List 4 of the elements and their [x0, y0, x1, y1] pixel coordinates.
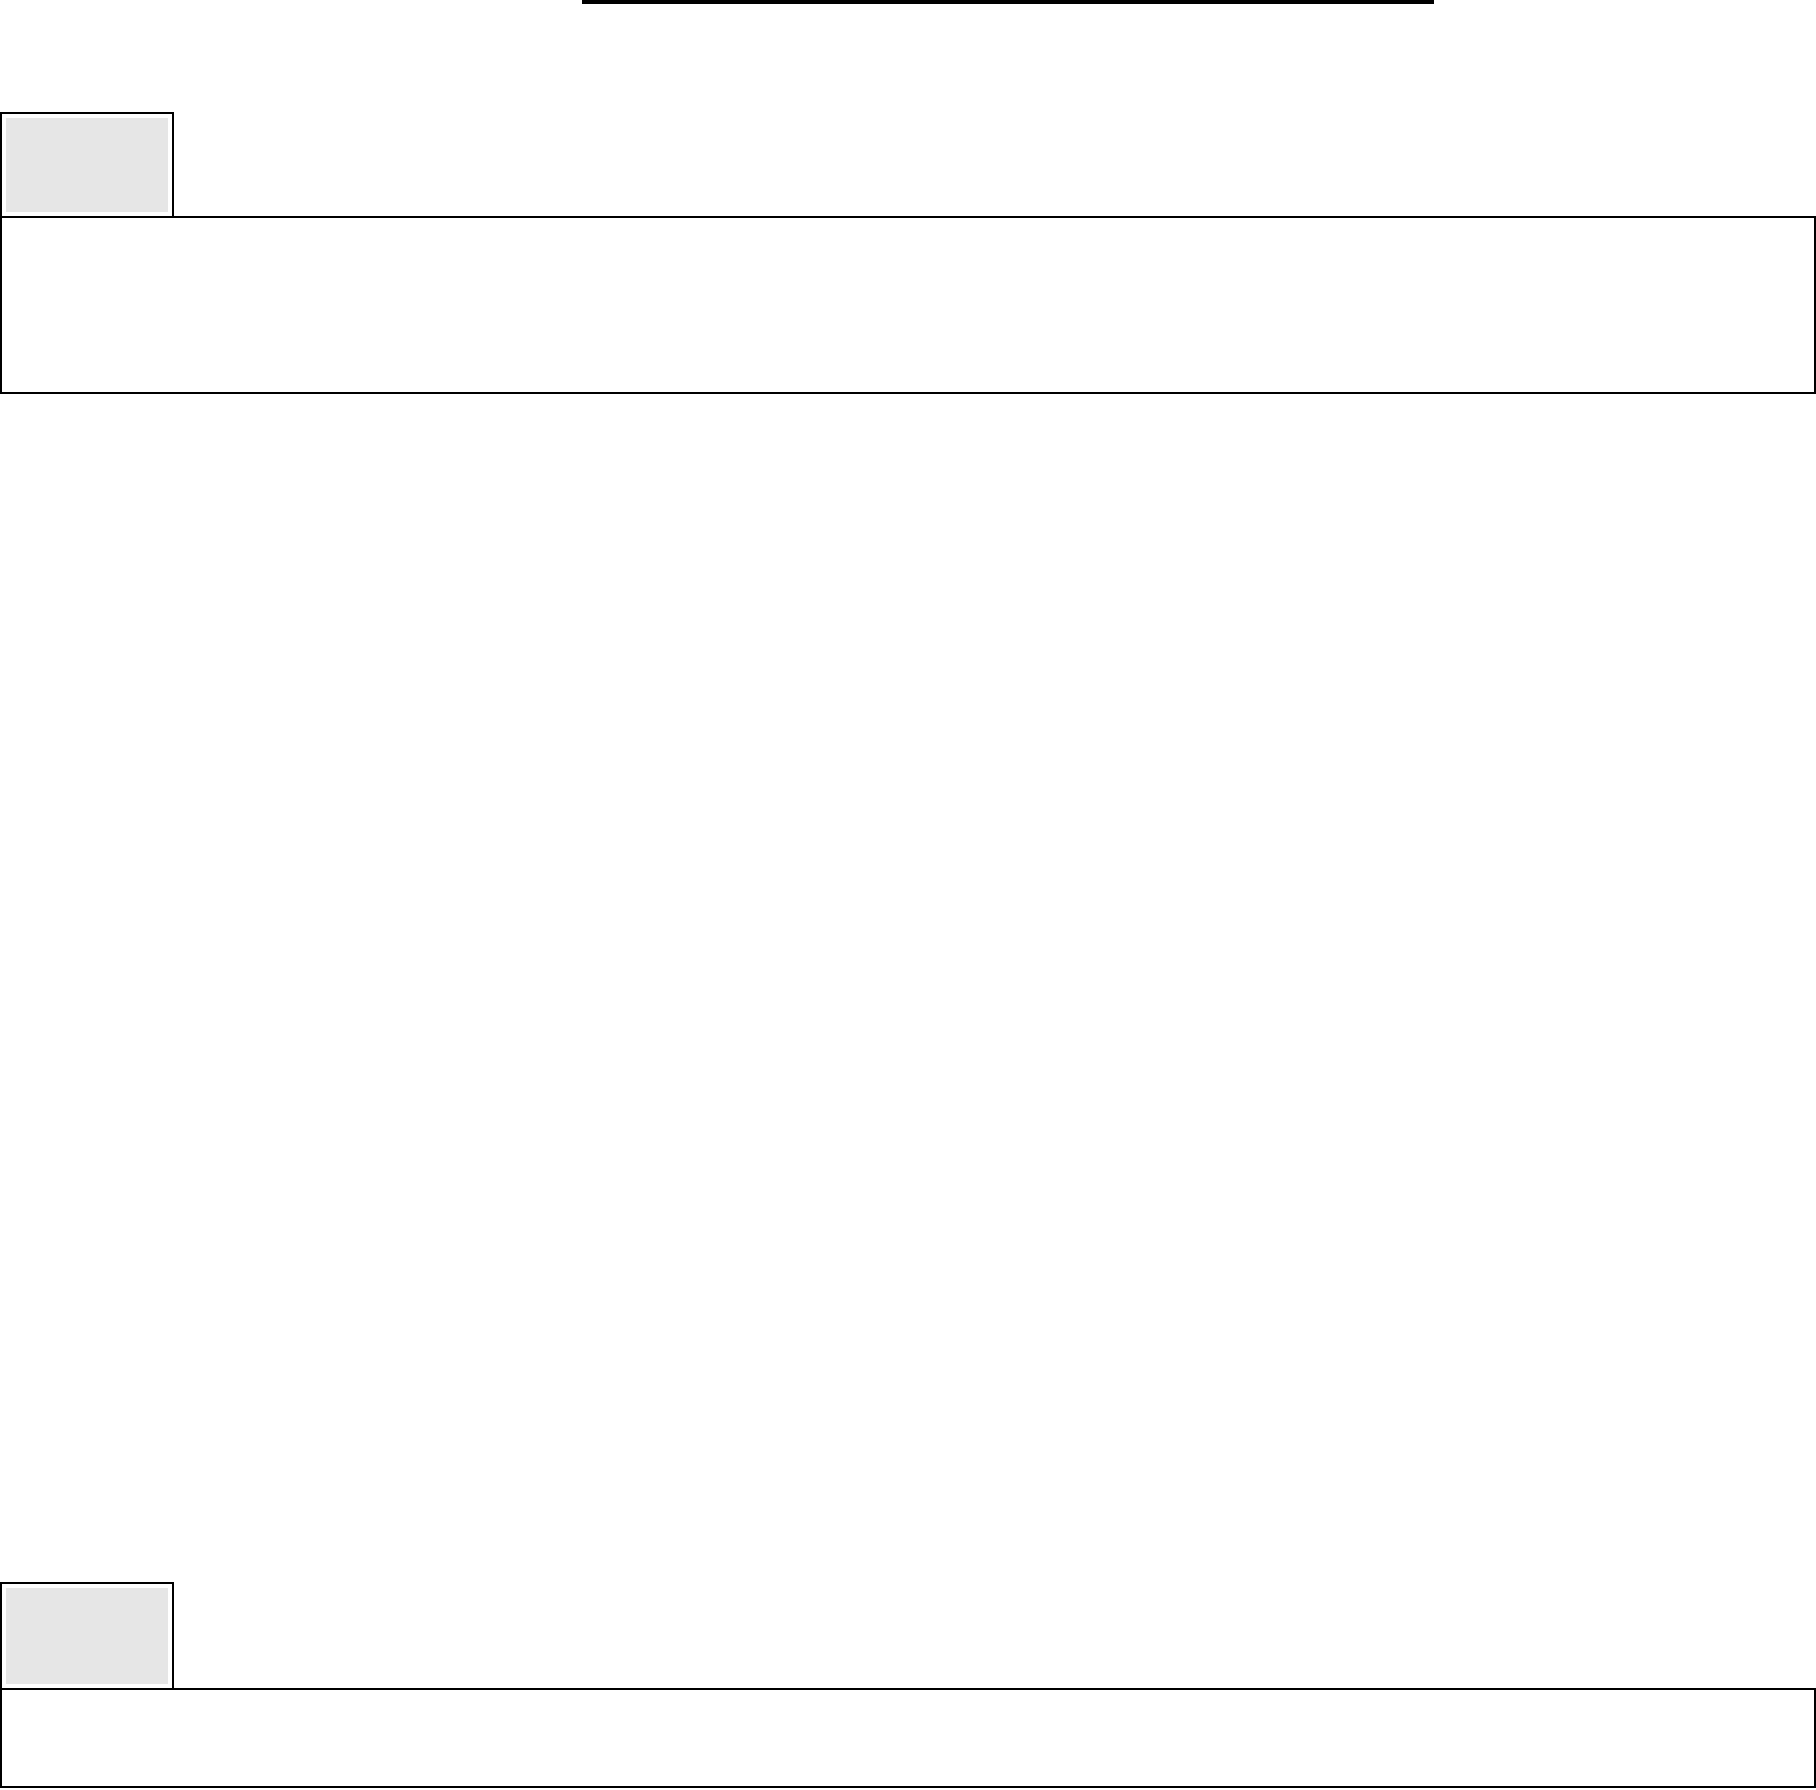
panel-box: [0, 216, 1816, 394]
tab-box: [0, 112, 174, 218]
panel-box: [0, 1688, 1816, 1788]
tab-box: [0, 1582, 174, 1690]
